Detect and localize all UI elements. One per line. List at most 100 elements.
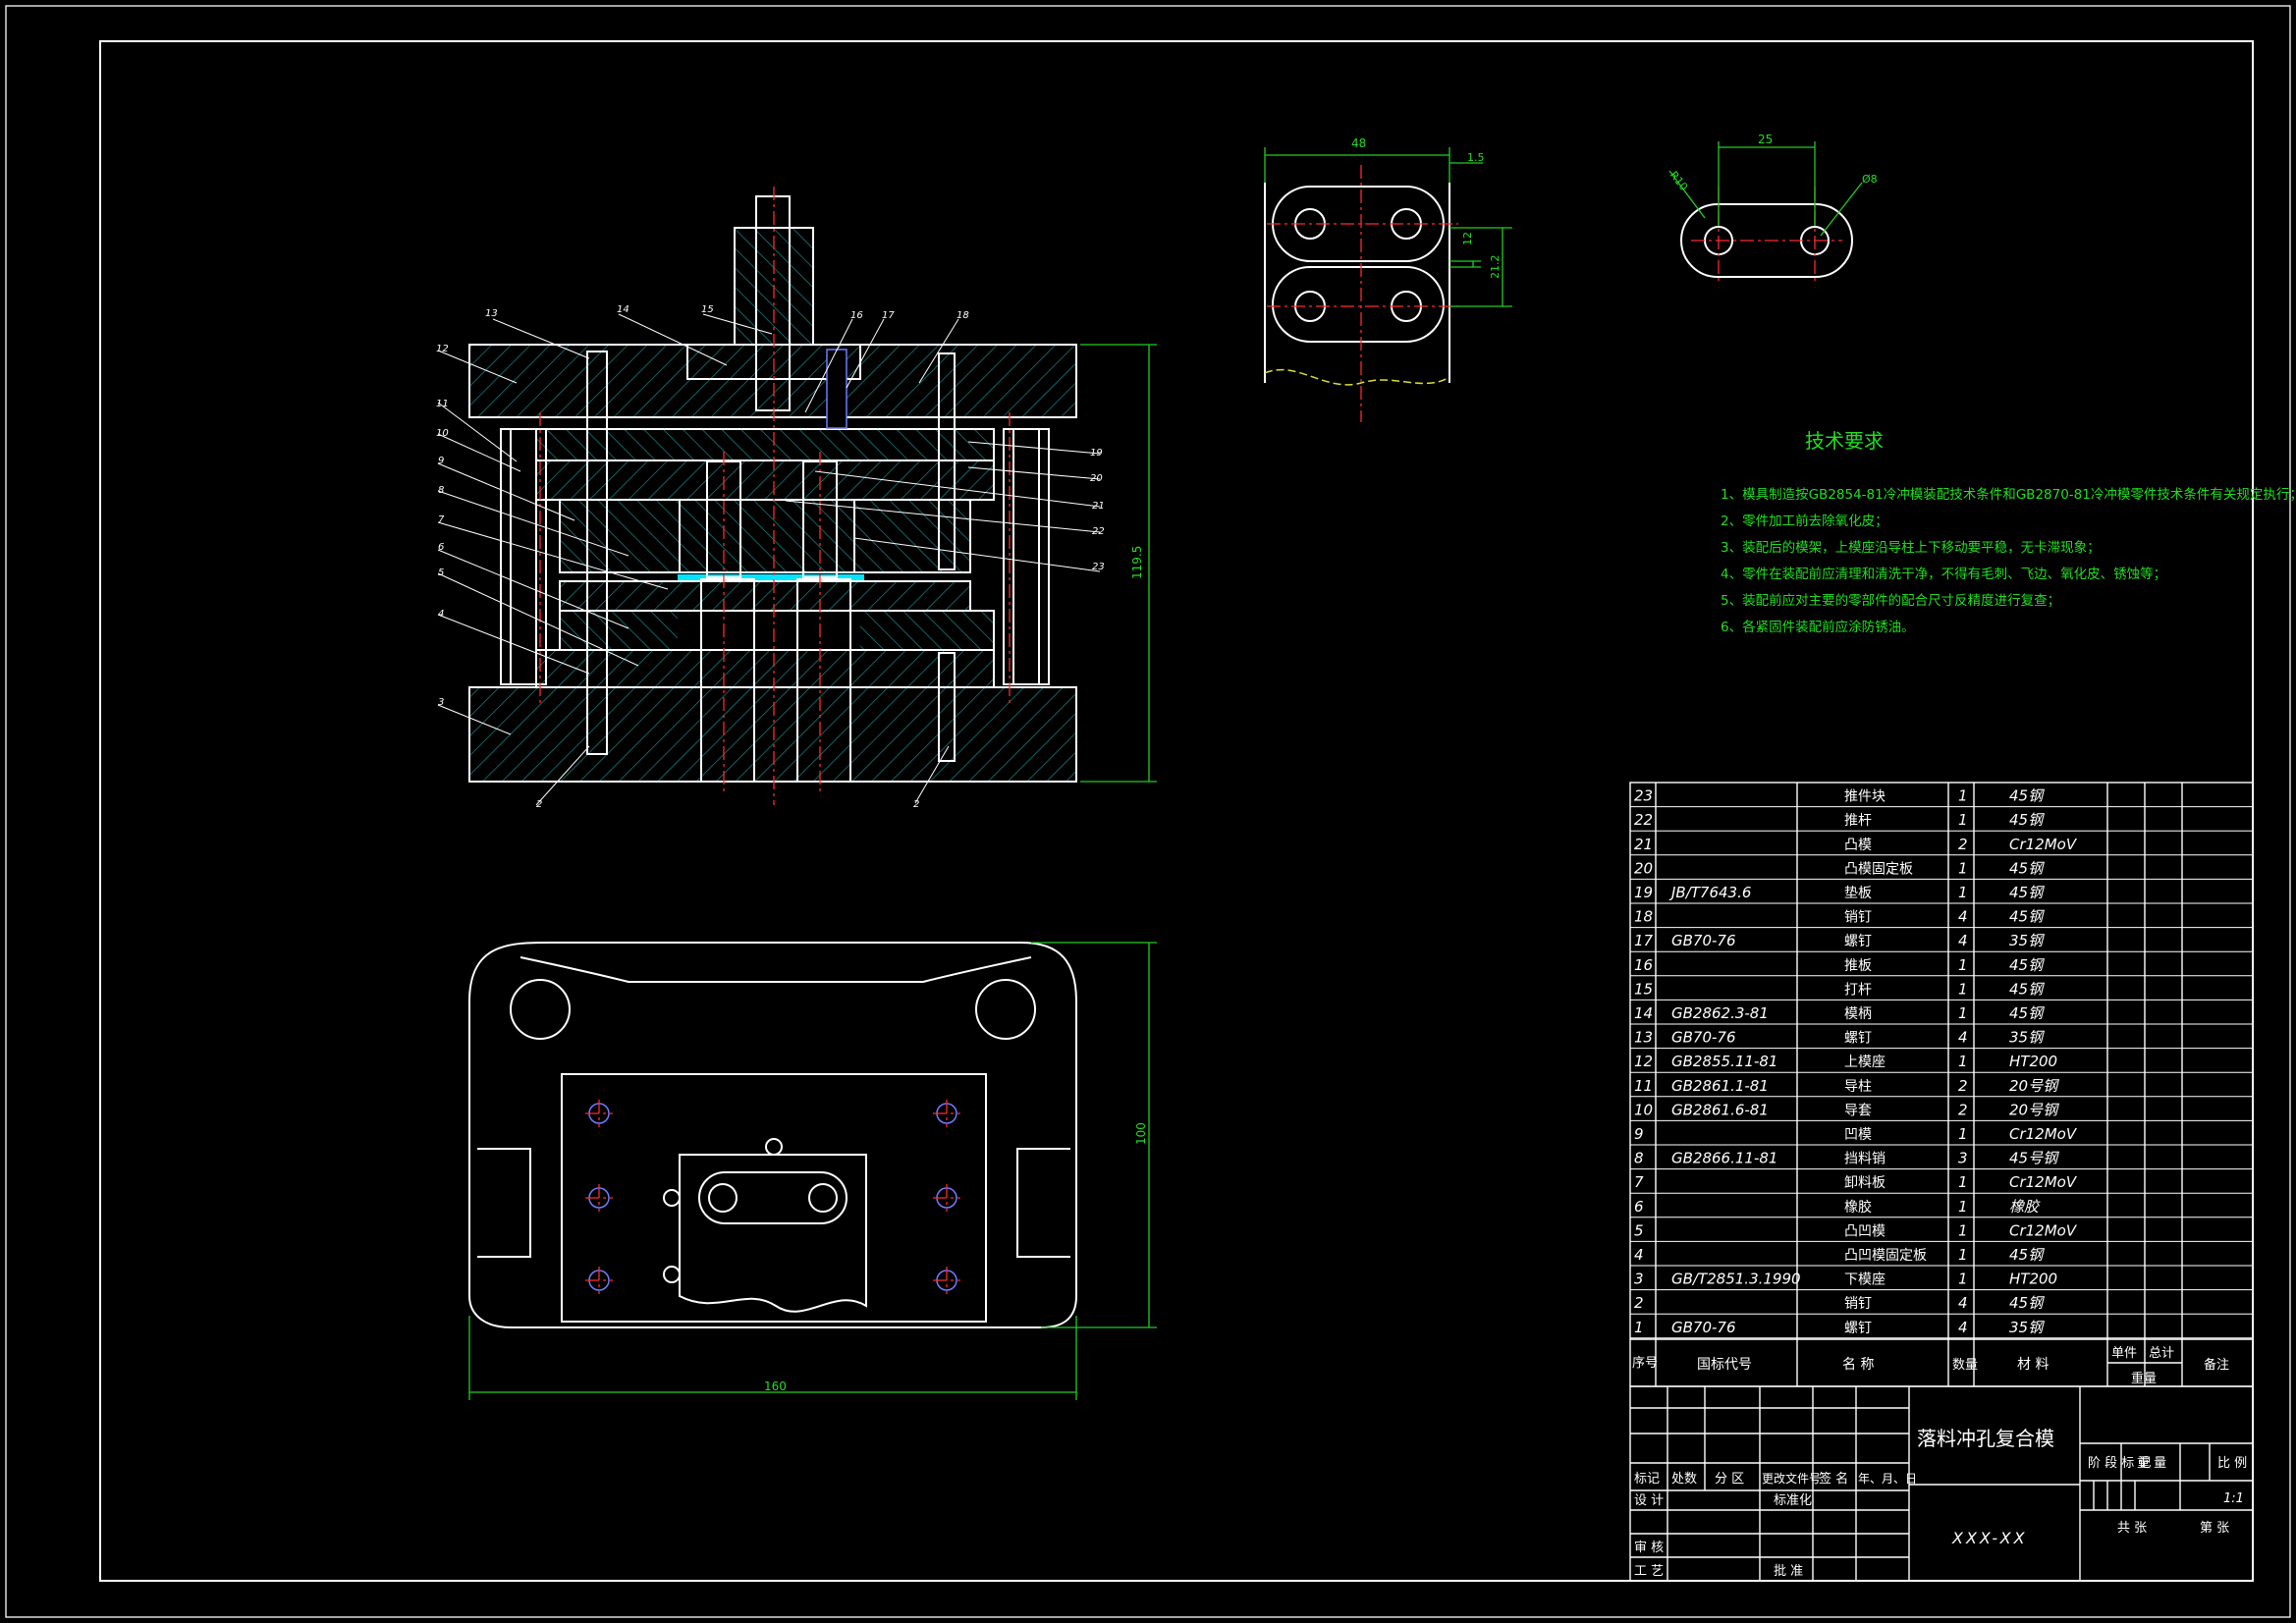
bom-cell-name: 凸凹模固定板 xyxy=(1844,1248,1927,1264)
balloon-13: 13 xyxy=(485,308,498,319)
bom-cell-mat: Cr12MoV xyxy=(2009,1221,2078,1239)
tb-label-review: 审 核 xyxy=(1634,1541,1664,1555)
bom-cell-qty: 1 xyxy=(1958,980,1968,998)
tb-label-process: 工 艺 xyxy=(1634,1564,1664,1579)
bom-cell-mat: 45钢 xyxy=(2009,884,2045,901)
bom-cell-mat: 45钢 xyxy=(2009,980,2045,998)
bom-header-qty: 数量 xyxy=(1952,1358,1978,1373)
bom-cell-qty: 1 xyxy=(1958,1221,1968,1239)
bom-cell-qty: 4 xyxy=(1958,1294,1968,1312)
tb-label-zone: 分 区 xyxy=(1715,1472,1744,1487)
title-block-grid xyxy=(1629,1385,2254,1582)
tech-item-5: 5、装配前应对主要的零部件的配合尺寸反精度进行复查； xyxy=(1721,592,2060,609)
tb-label-ratio: 比 例 xyxy=(2217,1456,2247,1471)
plan-dim-width: 160 xyxy=(764,1380,787,1393)
bom-cell-name: 下模座 xyxy=(1844,1272,1886,1288)
bom-cell-std: GB2862.3-81 xyxy=(1671,1004,1769,1022)
bom-cell-name: 导柱 xyxy=(1844,1079,1872,1095)
bom-cell-name: 推件块 xyxy=(1844,789,1886,805)
bom-cell-no: 9 xyxy=(1634,1125,1644,1143)
bom-cell-mat: 45钢 xyxy=(2009,787,2045,805)
bom-cell-qty: 1 xyxy=(1958,787,1968,805)
bom-cell-qty: 2 xyxy=(1958,1077,1968,1095)
tb-label-date: 年、月、日 xyxy=(1858,1472,1917,1486)
bom-cell-qty: 1 xyxy=(1958,1053,1968,1070)
bom-cell-name: 垫板 xyxy=(1844,886,1872,901)
bom-header-total: 总计 xyxy=(2149,1346,2174,1361)
bom-cell-std: GB70-76 xyxy=(1671,932,1736,949)
section-dim-height: 119.5 xyxy=(1130,546,1144,579)
bom-cell-mat: 45钢 xyxy=(2009,908,2045,926)
bom-cell-no: 22 xyxy=(1634,811,1653,829)
tb-label-stage-mark: 阶 段 标 记 xyxy=(2088,1456,2151,1471)
bom-cell-name: 卸料板 xyxy=(1844,1175,1886,1191)
tech-item-3: 3、装配后的模架，上模座沿导柱上下移动要平稳，无卡滞现象； xyxy=(1721,540,2101,556)
strip-layout-view xyxy=(1264,147,1512,422)
bom-cell-no: 4 xyxy=(1634,1246,1644,1264)
bom-cell-qty: 1 xyxy=(1958,859,1968,877)
balloon-22: 22 xyxy=(1092,526,1105,537)
tech-item-2: 2、零件加工前去除氧化皮； xyxy=(1721,513,1888,529)
section-view xyxy=(468,187,1157,805)
bom-cell-name: 凹模 xyxy=(1844,1127,1872,1143)
bom-cell-no: 21 xyxy=(1634,836,1653,853)
tb-label-sheet-no: 第 张 xyxy=(2200,1521,2229,1536)
bom-cell-mat: 橡胶 xyxy=(2009,1198,2041,1216)
part-dim-hole: Ø8 xyxy=(1862,173,1878,186)
tb-label-mark: 标记 xyxy=(1634,1472,1660,1487)
bom-cell-qty: 1 xyxy=(1958,1004,1968,1022)
balloon-16: 16 xyxy=(850,310,863,321)
section-leaders xyxy=(437,313,1101,806)
bom-header-unit: 单件 xyxy=(2111,1346,2137,1361)
bom-cell-qty: 1 xyxy=(1958,1125,1968,1143)
bom-cell-name: 凸模 xyxy=(1844,838,1872,853)
balloon-5: 5 xyxy=(438,568,444,578)
bom-cell-qty: 4 xyxy=(1958,932,1968,949)
tb-label-change-doc: 更改文件号 xyxy=(1762,1471,1821,1486)
bom-table-grid xyxy=(1629,782,2254,1387)
bom-cell-std: GB2861.6-81 xyxy=(1671,1101,1769,1118)
tb-label-sheets-total: 共 张 xyxy=(2117,1521,2147,1536)
bom-cell-no: 12 xyxy=(1634,1053,1653,1070)
bom-cell-no: 3 xyxy=(1634,1271,1644,1288)
bom-cell-std: JB/T7643.6 xyxy=(1668,884,1751,901)
bom-cell-mat: Cr12MoV xyxy=(2009,836,2078,853)
bom-cell-mat: Cr12MoV xyxy=(2009,1125,2078,1143)
bom-cell-no: 20 xyxy=(1634,859,1653,877)
balloon-14: 14 xyxy=(617,304,629,315)
bom-cell-mat: 20号钢 xyxy=(2009,1101,2059,1118)
bom-cell-no: 19 xyxy=(1634,884,1653,901)
bom-cell-mat: 45钢 xyxy=(2009,811,2045,829)
bom-cell-qty: 4 xyxy=(1958,1029,1968,1047)
inner-border xyxy=(99,40,2254,1582)
bom-cell-qty: 4 xyxy=(1958,1319,1968,1336)
bom-cell-no: 14 xyxy=(1634,1004,1653,1022)
balloon-4: 4 xyxy=(438,609,444,620)
balloon-12: 12 xyxy=(436,344,449,354)
bom-cell-mat: 45钢 xyxy=(2009,956,2045,974)
bom-cell-name: 凸模固定板 xyxy=(1844,861,1913,877)
bom-cell-no: 13 xyxy=(1634,1029,1653,1047)
tech-requirements-list: 1、模具制造按GB2854-81冷冲模装配技术条件和GB2870-81冷冲模零件… xyxy=(1721,486,2296,635)
tb-label-standardize: 标准化 xyxy=(1774,1493,1812,1508)
plan-dim-height: 100 xyxy=(1134,1122,1148,1145)
bom-header-name: 名 称 xyxy=(1842,1357,1874,1373)
part-view xyxy=(1668,141,1863,285)
balloon-2: 2 xyxy=(536,799,542,810)
bom-cell-name: 推板 xyxy=(1844,958,1872,974)
bom-header-seq: 序号 xyxy=(1632,1356,1658,1371)
balloon-7: 7 xyxy=(438,514,445,525)
balloon-11: 11 xyxy=(436,399,449,409)
balloon-15: 15 xyxy=(701,304,714,315)
bom-cell-name: 凸凹模 xyxy=(1844,1223,1886,1239)
strip-dim-pitch: 12 xyxy=(1461,232,1474,245)
bom-cell-no: 1 xyxy=(1634,1319,1644,1336)
balloon-9: 9 xyxy=(438,456,444,466)
balloon-8: 8 xyxy=(438,485,444,496)
bom-cell-mat: 35钢 xyxy=(2009,1319,2045,1336)
balloon-19: 19 xyxy=(1090,448,1103,459)
bom-cell-qty: 2 xyxy=(1958,1101,1968,1118)
bom-cell-name: 导套 xyxy=(1844,1103,1872,1118)
